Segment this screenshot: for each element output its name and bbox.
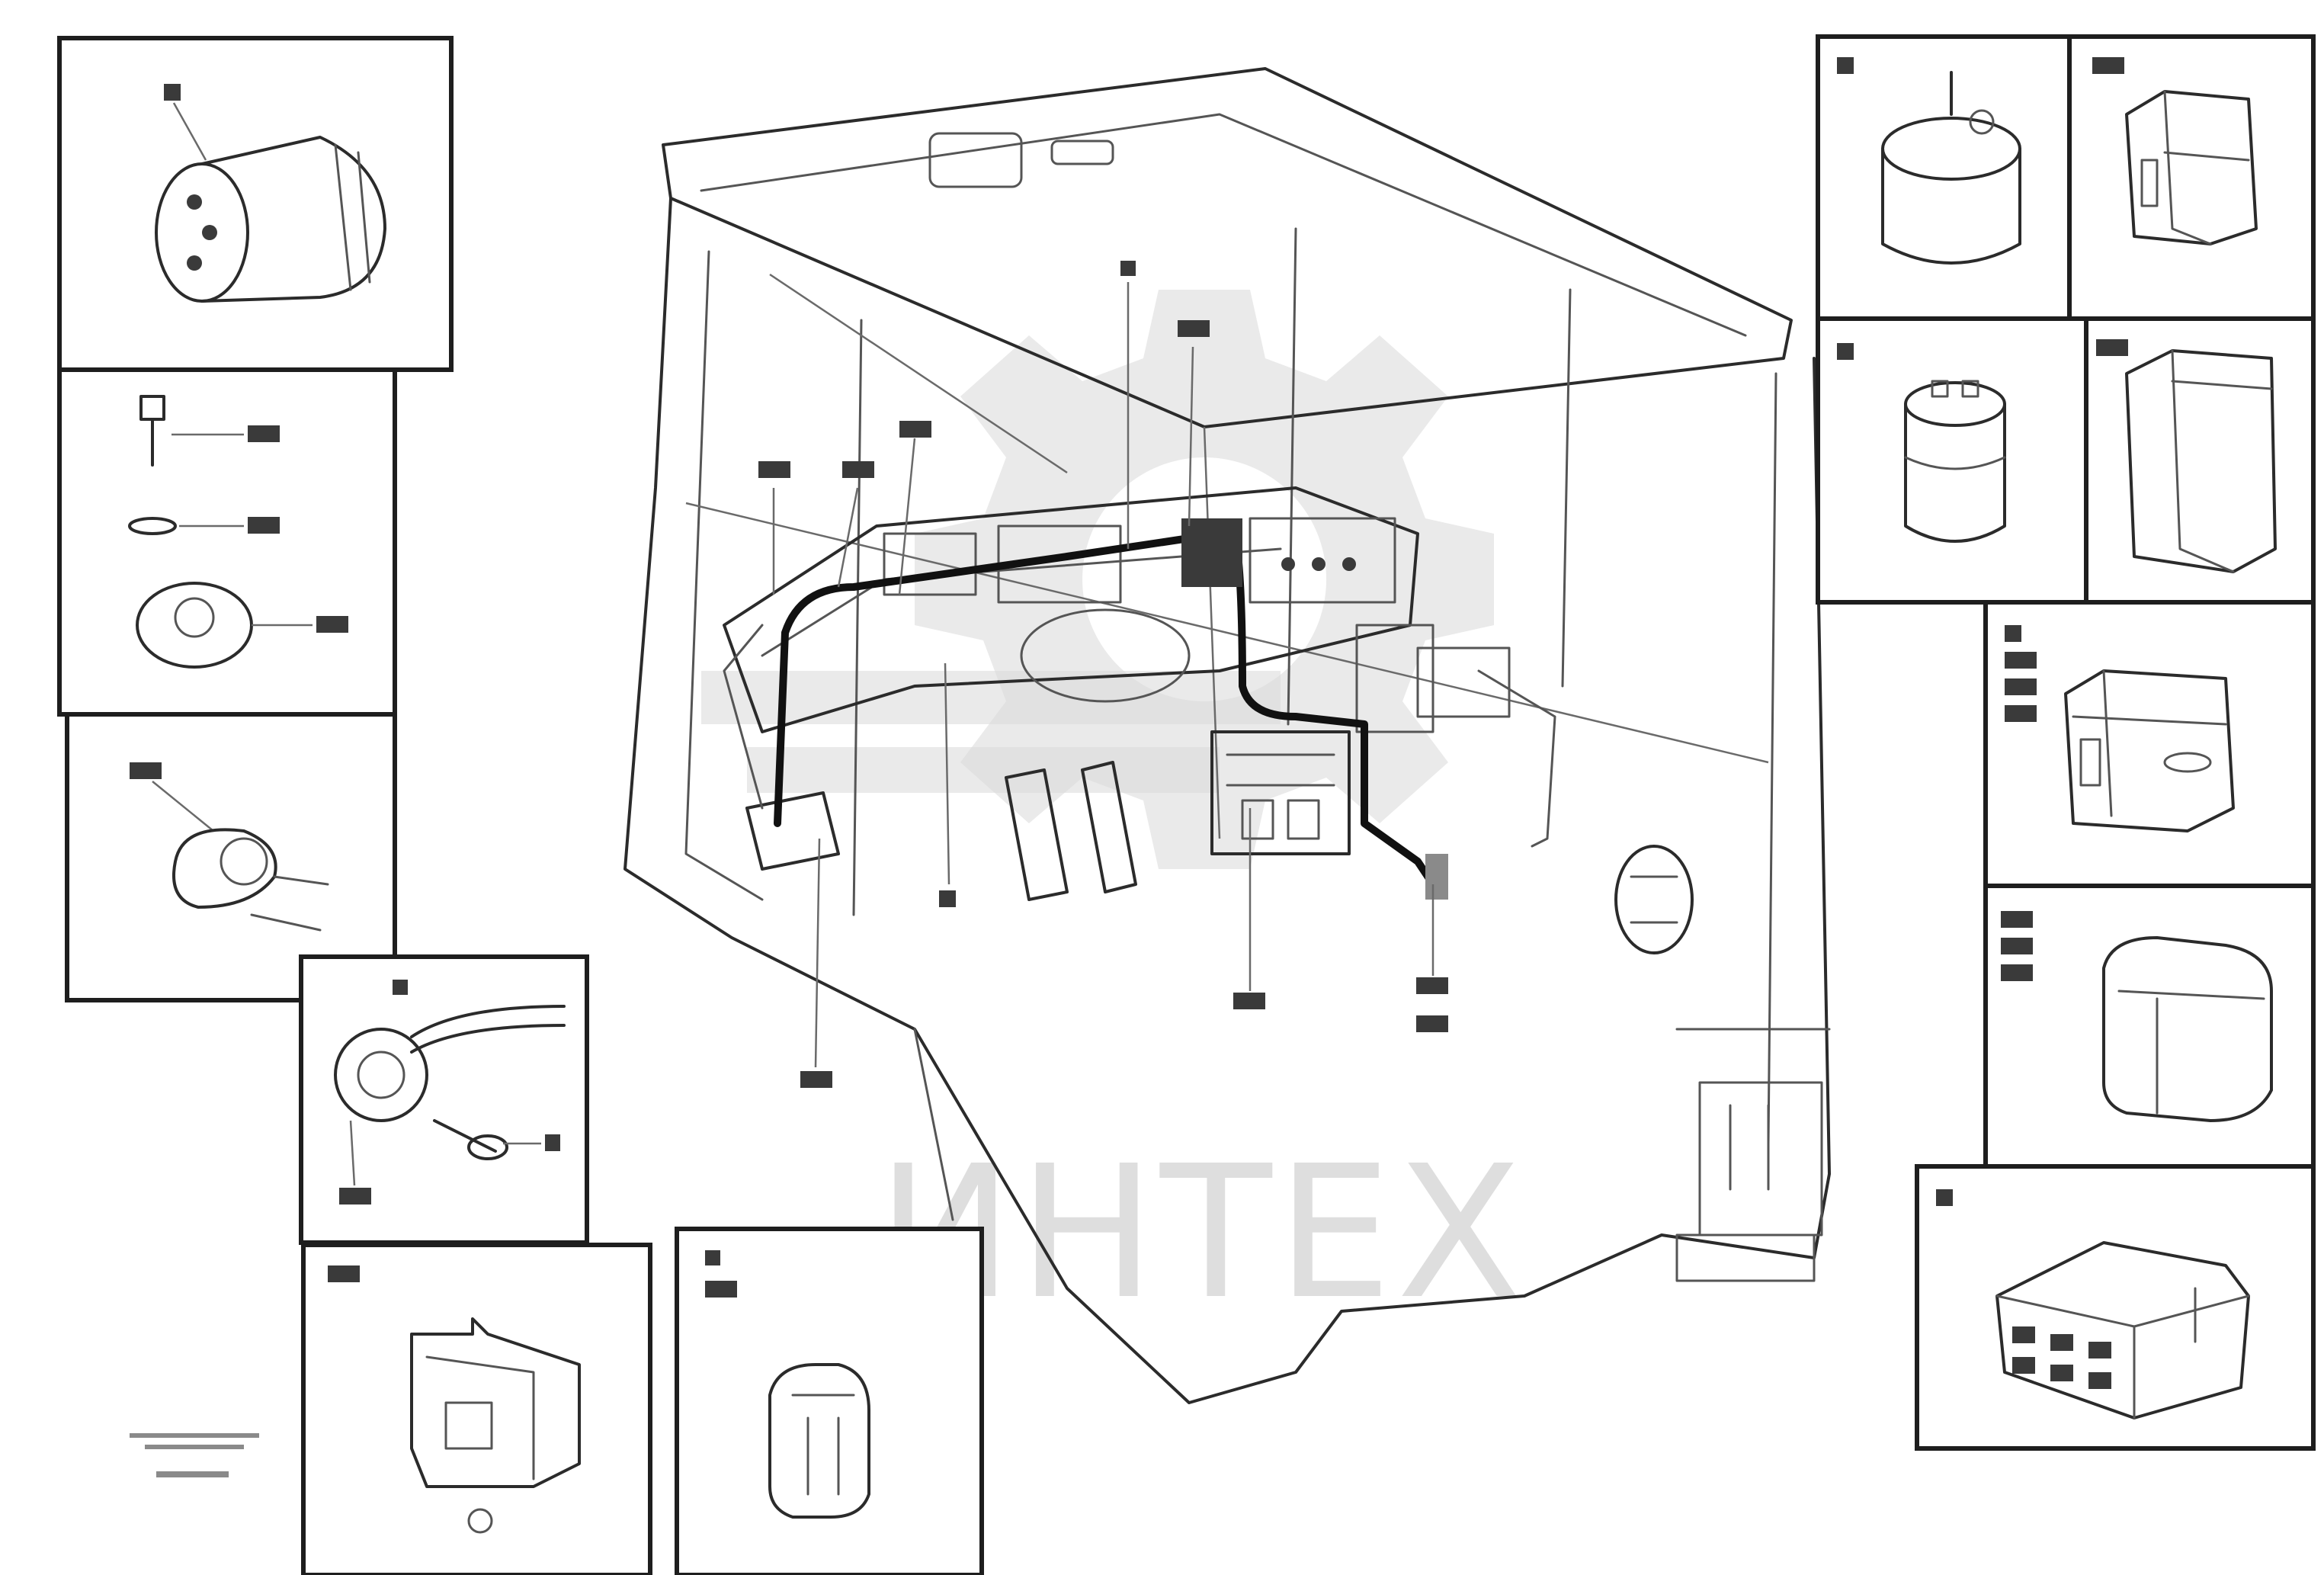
detail-panel-relay-b [675,1227,984,1575]
detail-panel-connector-round [57,36,454,372]
detail-panel-sensor [65,712,397,1002]
harness-end-connector [1425,854,1448,900]
floor-bracket [1614,845,1694,954]
leader-lines [772,282,1434,1068]
detail-panel-relay-a [301,1243,652,1575]
detail-panel-relay-d [1983,884,2316,1169]
detail-panel-multi-pin-connector [1915,1164,2316,1451]
detail-panel-relay-c [1983,600,2316,888]
detail-panel-relay-round-a [1816,34,2072,321]
relay-box [1210,730,1351,855]
drawing-stamp [130,1433,259,1477]
watermark-gear-icon [701,290,1494,869]
callout-numbers-main [758,261,1448,1088]
detail-panel-relay-square-a [2067,34,2316,321]
detail-panel-relay-round-b [1816,316,2088,605]
pedals [1005,761,1137,901]
harness-connector [1181,518,1242,587]
left-console [723,624,840,871]
cab-outline [623,67,1831,1404]
detail-panel-switch-cable [299,954,589,1245]
detail-panel-relay-square-b [2084,316,2316,605]
detail-panel-bolt-washer [57,367,397,717]
